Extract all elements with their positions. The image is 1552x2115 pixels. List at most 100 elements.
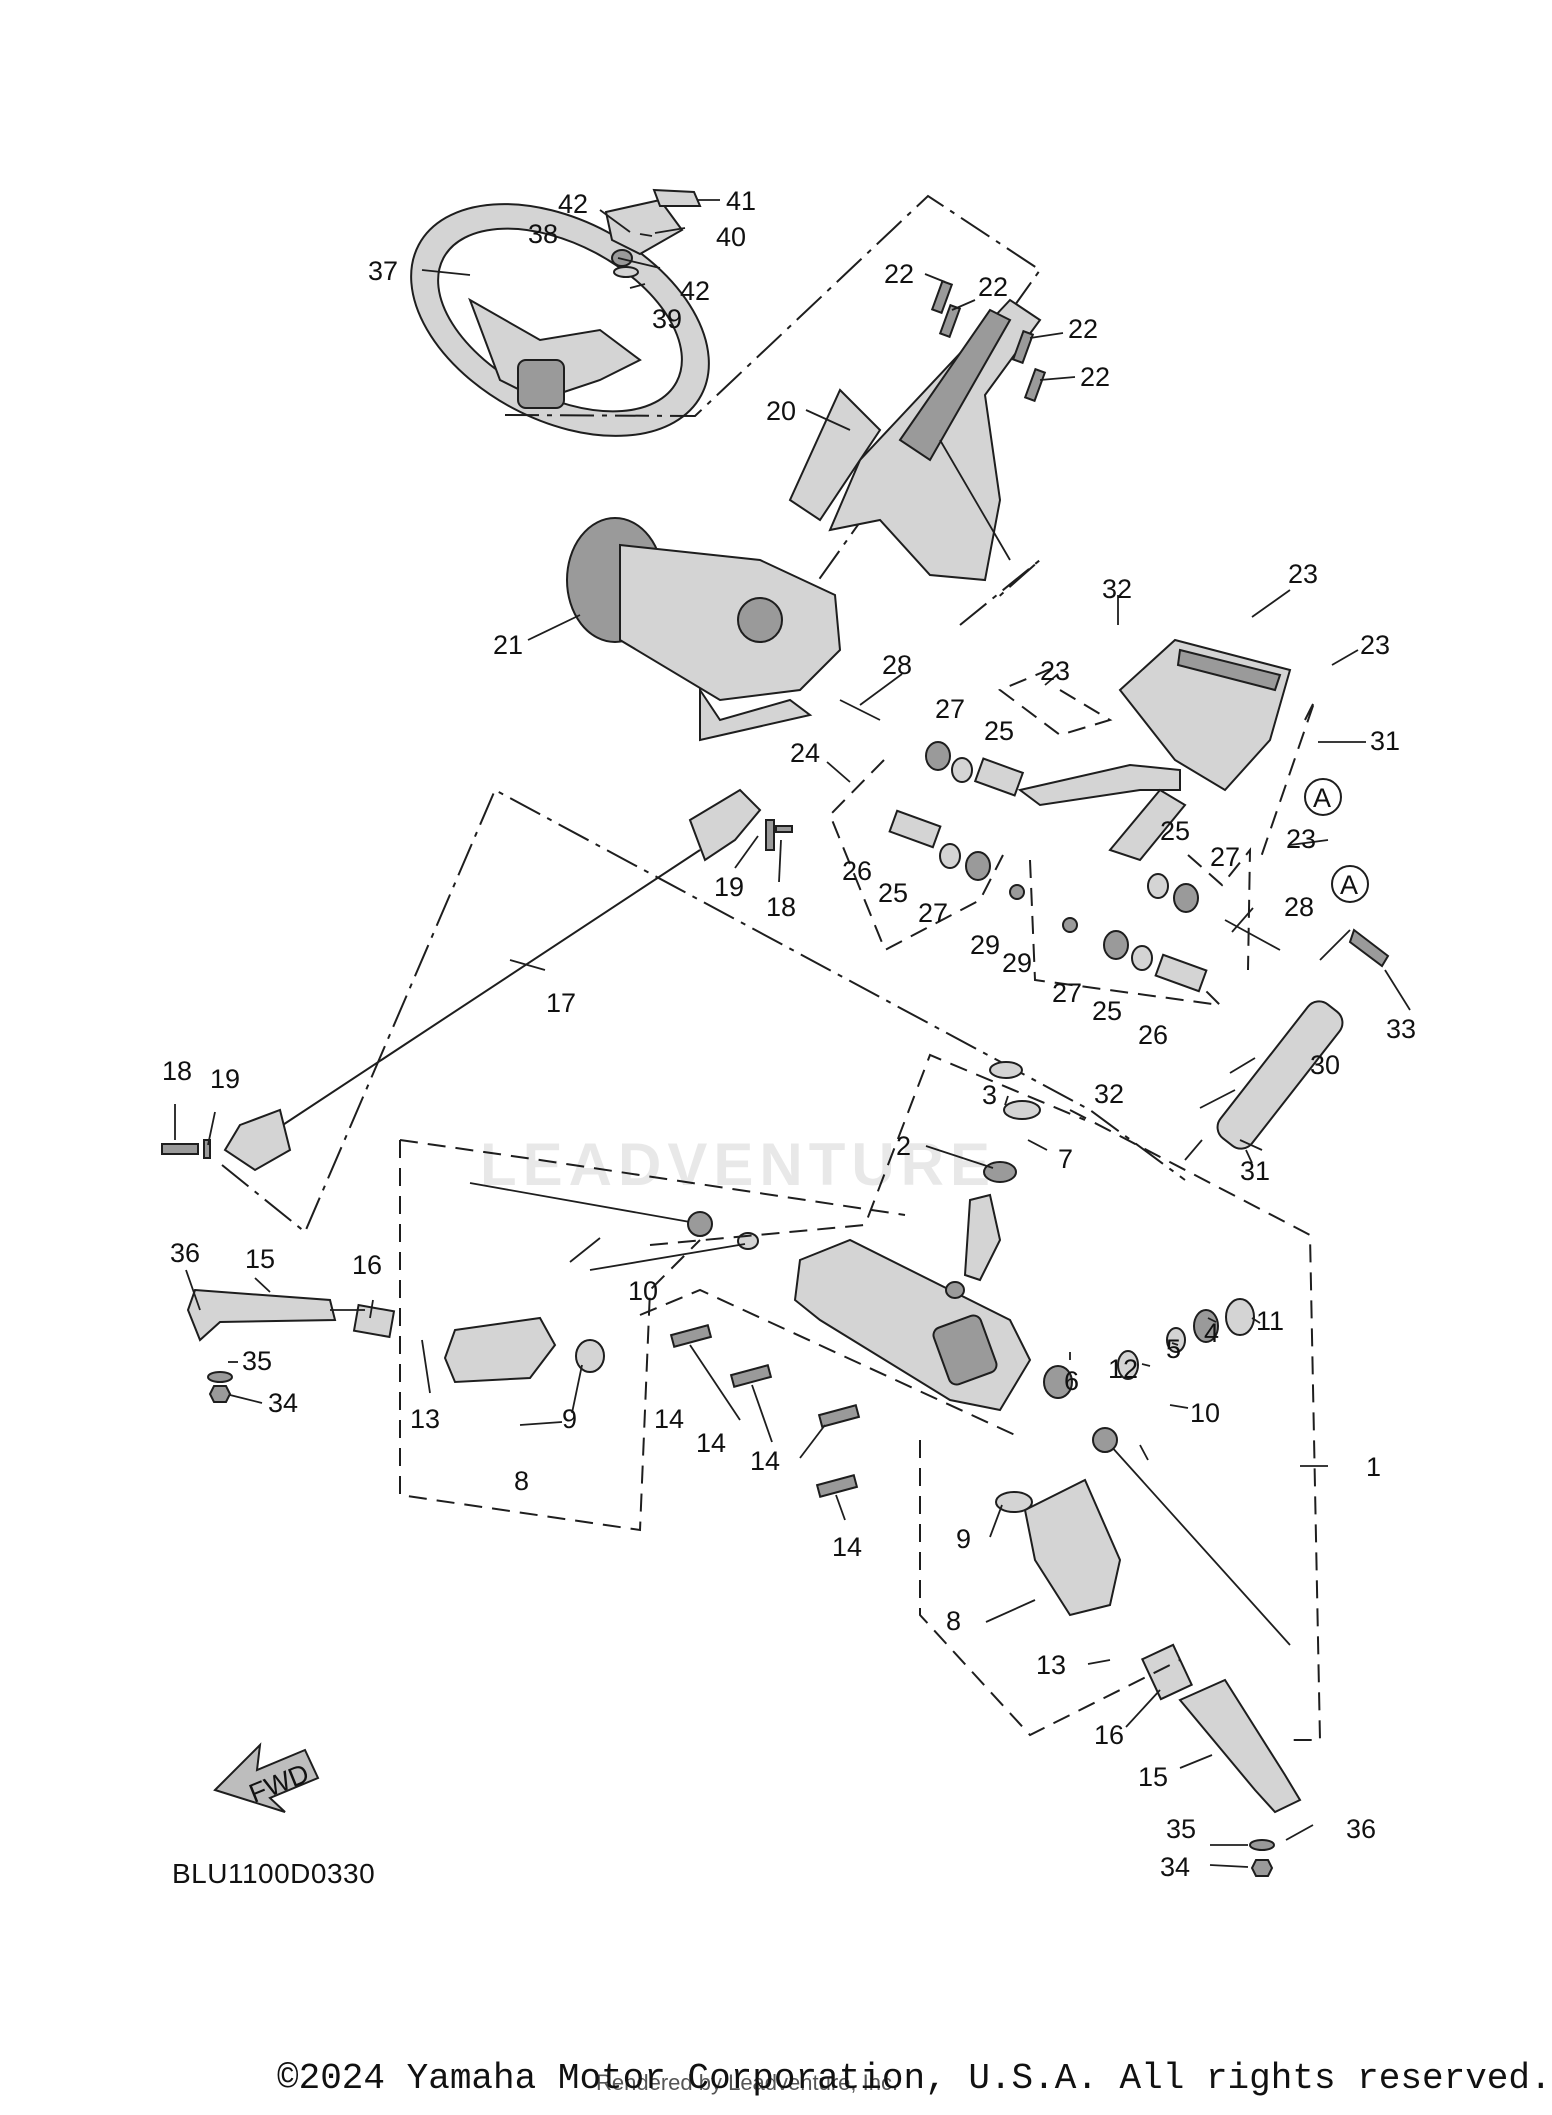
callout-37: 37: [368, 256, 398, 286]
callout-31b: 31: [1240, 1156, 1270, 1186]
callout-26b: 26: [1138, 1020, 1168, 1050]
callout-22c: 22: [1068, 314, 1098, 344]
callout-34b: 34: [1160, 1852, 1190, 1882]
callout-28b: 28: [1284, 892, 1314, 922]
callout-31a: 31: [1370, 726, 1400, 756]
callout-27a: 27: [935, 694, 965, 724]
callout-22d: 22: [1080, 362, 1110, 392]
callout-2: 2: [896, 1131, 911, 1161]
callout-42b: 42: [680, 276, 710, 306]
pedal-bracket: [1017, 638, 1292, 862]
callout-29b: 29: [1002, 948, 1032, 978]
callout-23c: 23: [1040, 656, 1070, 686]
callout-13a: 13: [410, 1404, 440, 1434]
callout-3: 3: [982, 1080, 997, 1110]
callout-22b: 22: [978, 272, 1008, 302]
callout-27d: 27: [1052, 978, 1082, 1008]
callout-10a: 10: [628, 1276, 658, 1306]
tie-rods: [469, 1182, 1291, 1646]
callout-35b: 35: [1166, 1814, 1196, 1844]
callout-7: 7: [1058, 1144, 1073, 1174]
callout-17: 17: [546, 988, 576, 1018]
steering-column: [788, 298, 1042, 582]
boots: [443, 1316, 1122, 1617]
rack-assy: [793, 1100, 1041, 1412]
callout-33: 33: [1386, 1014, 1416, 1044]
callout-27b: 27: [1210, 842, 1240, 872]
eps-unit: [566, 517, 842, 742]
callout-25a: 25: [984, 716, 1014, 746]
callout-26a: 26: [842, 856, 872, 886]
callout-30: 30: [1310, 1050, 1340, 1080]
callout-18b: 18: [162, 1056, 192, 1086]
callout-18a: 18: [766, 892, 796, 922]
callout-16a: 16: [352, 1250, 382, 1280]
callout-36b: 36: [1346, 1814, 1376, 1844]
callout-4: 4: [1204, 1318, 1219, 1348]
callout-40: 40: [716, 222, 746, 252]
callout-24: 24: [790, 738, 820, 768]
steering-damper: [1199, 928, 1390, 1150]
callout-19b: 19: [210, 1064, 240, 1094]
callout-19a: 19: [714, 872, 744, 902]
callout-20: 20: [766, 396, 796, 426]
callout-9a: 9: [562, 1404, 577, 1434]
diagram-code: BLU1100D0330: [172, 1858, 376, 1889]
callout-8a: 8: [514, 1466, 529, 1496]
callout-32b: 32: [1094, 1079, 1124, 1109]
leader-lines: [174, 199, 1411, 1868]
callout-14c: 14: [750, 1446, 780, 1476]
callout-23b: 23: [1360, 630, 1390, 660]
callout-15a: 15: [245, 1244, 275, 1274]
callout-25c: 25: [878, 878, 908, 908]
fwd-arrow: FWD: [213, 1742, 320, 1813]
callout-8b: 8: [946, 1606, 961, 1636]
callout-42: 42: [558, 189, 588, 219]
watermark: LEADVENTURE: [480, 1131, 997, 1198]
copyright-notice: ©2024 Yamaha Motor Corporation, U.S.A. A…: [277, 2058, 1552, 2099]
callout-11: 11: [1256, 1306, 1284, 1336]
callout-14a: 14: [654, 1404, 684, 1434]
callout-12: 12: [1108, 1354, 1138, 1384]
callout-36a: 36: [170, 1238, 200, 1268]
callout-22a: 22: [884, 259, 914, 289]
callout-23d: 23: [1286, 824, 1316, 854]
intermediate-shaft: [161, 788, 793, 1172]
callout-21: 21: [493, 630, 523, 660]
rack-mount-bolts: [669, 1324, 861, 1498]
callout-5: 5: [1166, 1334, 1181, 1364]
callout-32a: 32: [1102, 574, 1132, 604]
rack-dashed-boxes: [399, 1053, 1322, 1741]
callout-15b: 15: [1138, 1762, 1168, 1792]
tie-rod-ends: [186, 1288, 1302, 1877]
shaft-phantom-line: [221, 788, 1186, 1234]
callout-14b: 14: [696, 1428, 726, 1458]
callout-23a: 23: [1288, 559, 1318, 589]
callout-29a: 29: [970, 930, 1000, 960]
bracket-dashed-box: [828, 664, 1316, 1007]
callout-38: 38: [528, 219, 558, 249]
parts-diagram: A A FWD: [161, 186, 1416, 1882]
callout-39: 39: [652, 304, 682, 334]
callout-25d: 25: [1092, 996, 1122, 1026]
callout-25b: 25: [1160, 816, 1190, 846]
callout-35a: 35: [242, 1346, 272, 1376]
callout-28a: 28: [882, 650, 912, 680]
callout-labels: 41 42 40 38 37 42 39 22 22 22 22 20 21 2…: [162, 186, 1416, 1882]
hub-cover: [604, 188, 702, 278]
callout-13b: 13: [1036, 1650, 1066, 1680]
callout-41: 41: [726, 186, 756, 216]
eps-to-bracket-line: [959, 559, 1041, 626]
callout-16b: 16: [1094, 1720, 1124, 1750]
callout-9b: 9: [956, 1524, 971, 1554]
svg-text:A: A: [1340, 870, 1358, 900]
callout-10b: 10: [1190, 1398, 1220, 1428]
reference-mark-a: A A: [1304, 778, 1369, 903]
bushings: [839, 699, 1281, 993]
rendered-by-credit: Rendered by Leadventure, Inc.: [596, 2070, 899, 2095]
column-bolts: [930, 279, 1047, 403]
callout-34a: 34: [268, 1388, 298, 1418]
callout-14d: 14: [832, 1532, 862, 1562]
callout-27c: 27: [918, 898, 948, 928]
callout-1: 1: [1366, 1452, 1381, 1482]
